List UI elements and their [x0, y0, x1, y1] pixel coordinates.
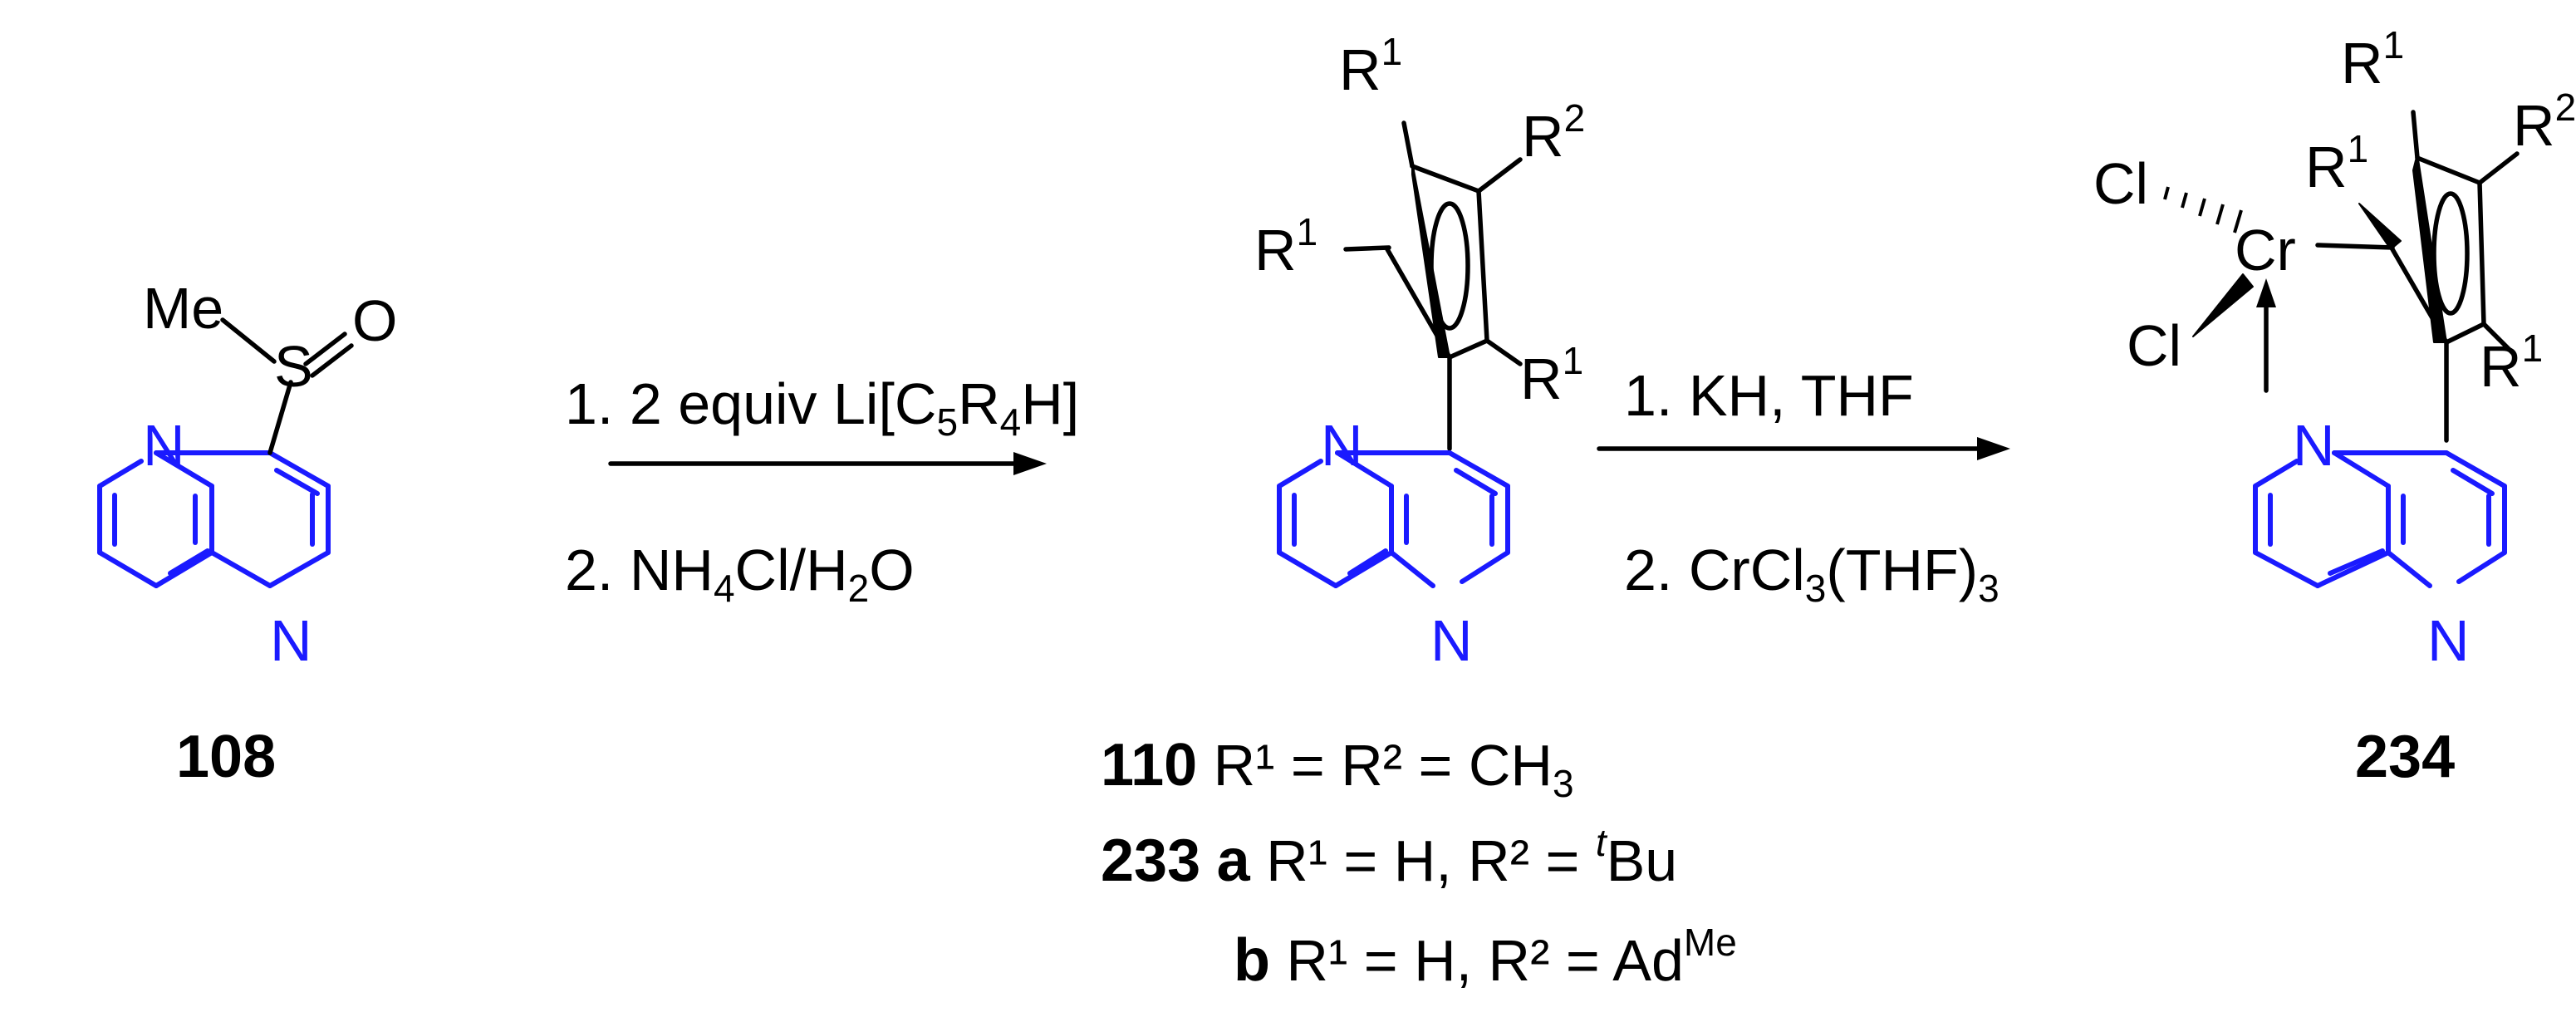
compound-234: Cl Cl Cr R1 R2 R1 R1 N N 234 [2093, 23, 2576, 790]
nitrogen-label-bottom: N [270, 608, 312, 673]
s-o-bond [303, 332, 347, 366]
r1-top-label: R1 [2341, 23, 2404, 96]
nitrogen-label-top: N [2293, 413, 2335, 478]
r2-label: R2 [1522, 96, 1585, 169]
nitrogen-label-bottom: N [1430, 608, 1473, 673]
cr-cl-wedge-bond [2192, 273, 2254, 337]
cyclopentadienyl-ring-234 [2358, 110, 2520, 356]
legend-line-233b: b R¹ = H, R² = AdMe [1234, 921, 1737, 994]
arrow-1-head [1013, 452, 1047, 475]
arrow-2-step-1: 1. KH, THF [1624, 363, 1914, 428]
naphthyridine-ring-108 [97, 450, 331, 588]
compound-number-234: 234 [2355, 724, 2455, 790]
chloride-label-bottom: Cl [2127, 313, 2181, 378]
reaction-arrow-2: 1. KH, THF 2. CrCl3(THF)3 [1597, 363, 2010, 610]
sulfur-label: S [274, 334, 313, 399]
r1-left-label: R1 [1254, 210, 1317, 282]
r1-top-label: R1 [1339, 30, 1402, 102]
cyclopentadienyl-ring-110 [1343, 120, 1523, 366]
dative-arrow-head [2256, 278, 2276, 307]
s-me-bond [220, 317, 277, 364]
legend-line-233a: 233 a R¹ = H, R² = tBu [1101, 821, 1677, 894]
legend-line-110: 110 R¹ = R² = CH3 [1101, 732, 1574, 805]
compound-108: Me S O N N 108 [97, 276, 397, 790]
cr-cl-hashed-bond [2163, 186, 2243, 233]
nitrogen-label-bottom: N [2427, 608, 2470, 673]
r1-left-label: R1 [2305, 127, 2368, 199]
naphthyridine-ring-234 [2253, 450, 2507, 588]
r2-label: R2 [2513, 86, 2576, 158]
r1-right-label: R1 [2480, 327, 2543, 399]
chloride-label-top: Cl [2093, 151, 2148, 216]
naphthyridine-ring-110 [1277, 450, 1510, 588]
arrow-1-step-2: 2. NH4Cl/H2O [565, 538, 915, 610]
methyl-label: Me [143, 276, 223, 341]
arrow-2-head [1977, 437, 2010, 460]
compound-number-108: 108 [176, 724, 276, 790]
reaction-arrow-1: 1. 2 equiv Li[C5R4H] 2. NH4Cl/H2O [565, 371, 1079, 610]
chromium-label: Cr [2235, 218, 2296, 282]
compound-110: R1 R2 R1 R1 N N 110 R¹ = R² = CH3 233 a … [1101, 30, 1737, 994]
c-s-bond [267, 380, 293, 455]
cr-cp-bond [2315, 243, 2395, 250]
arrow-2-step-2: 2. CrCl3(THF)3 [1624, 538, 1999, 610]
nitrogen-label-top: N [143, 413, 185, 478]
nitrogen-label-top: N [1321, 413, 1363, 478]
arrow-1-step-1: 1. 2 equiv Li[C5R4H] [565, 371, 1079, 444]
r1-right-label: R1 [1520, 339, 1583, 411]
oxygen-label: O [352, 288, 397, 353]
